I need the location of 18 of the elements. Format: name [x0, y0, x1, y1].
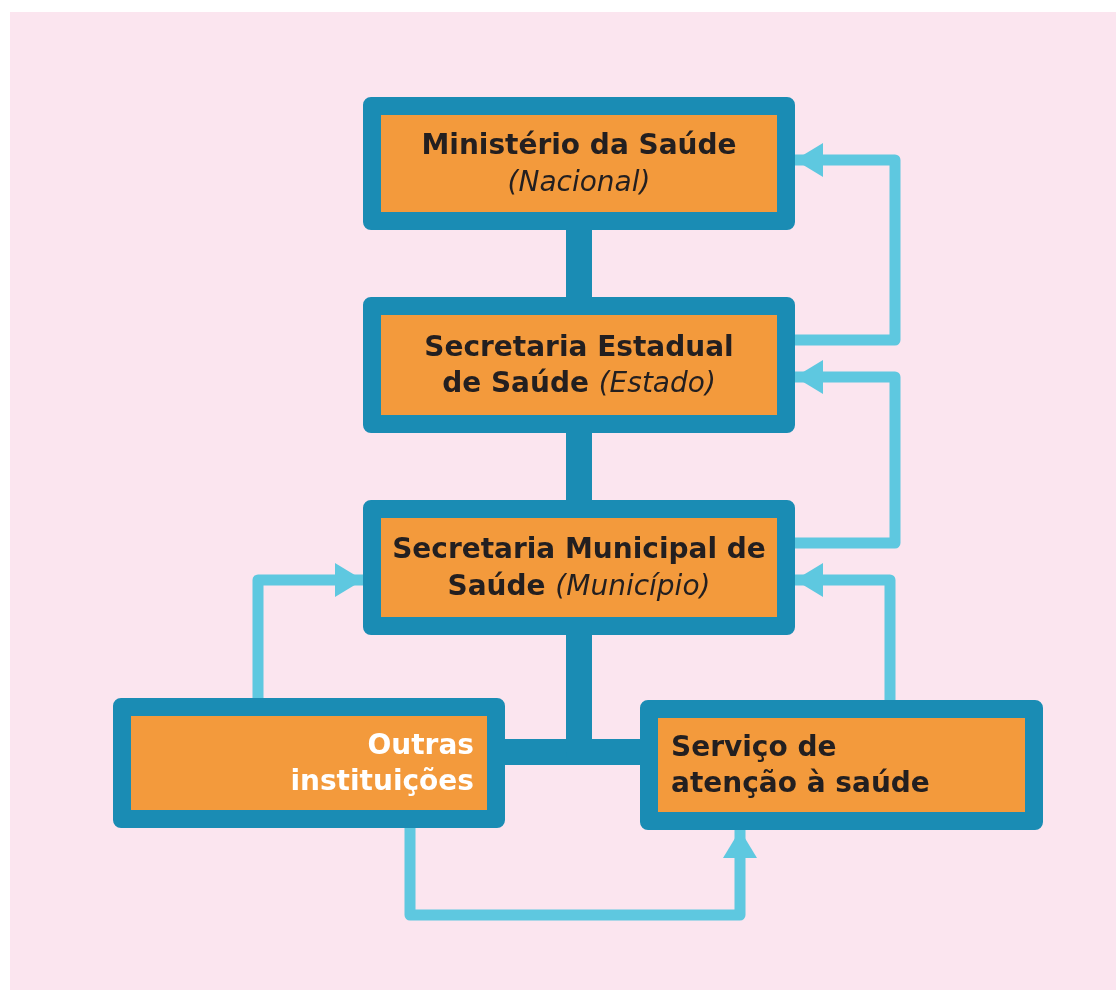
process-box	[363, 97, 795, 230]
arrow	[404, 828, 757, 921]
box-title: Outras instituições	[289, 726, 474, 799]
connector-line	[566, 230, 592, 297]
arrow	[252, 563, 363, 698]
connector-line	[566, 433, 592, 500]
arrow	[795, 360, 901, 549]
level-label: (Nacional)	[506, 163, 652, 200]
process-box	[363, 500, 795, 635]
arrow	[795, 563, 896, 700]
box-title: Secretaria Estadual de Saúde (Estado)	[423, 328, 735, 401]
process-box	[363, 297, 795, 433]
process-box	[640, 700, 1043, 830]
box-title: Secretaria Municipal de Saúde (Município)	[391, 531, 767, 604]
arrow	[795, 143, 901, 346]
process-box	[113, 698, 505, 828]
box-title: Serviço de atenção à saúde	[671, 728, 931, 801]
box-title: Ministério da Saúde	[420, 127, 738, 164]
